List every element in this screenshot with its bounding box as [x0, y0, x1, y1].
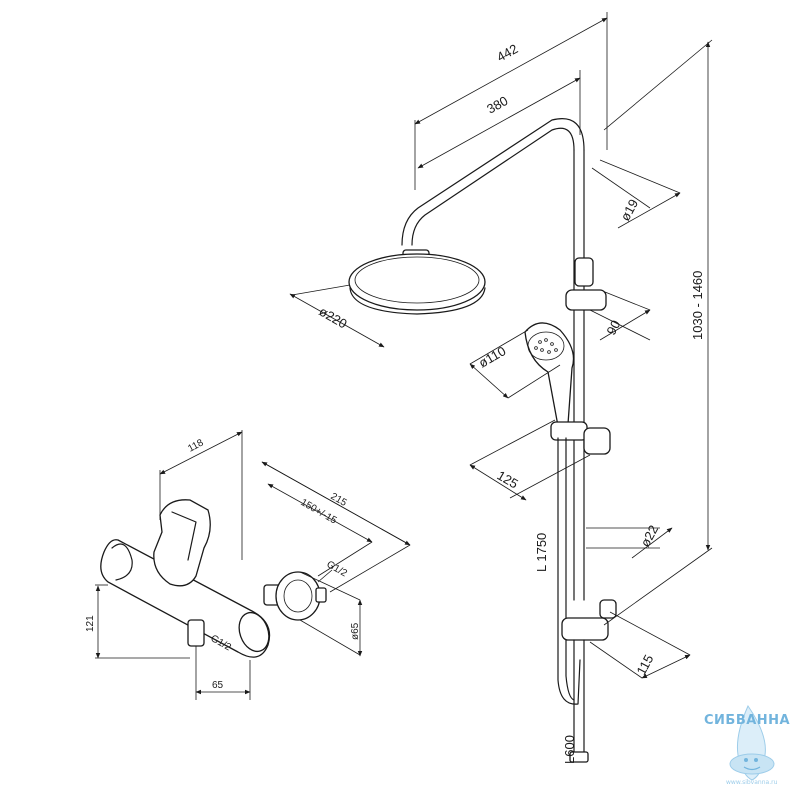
shower-column: [349, 119, 616, 762]
dim-1750: L 1750: [534, 533, 549, 572]
riser-connector: [575, 258, 593, 286]
dim-125: 125: [495, 468, 521, 492]
dim-215: 215: [329, 491, 349, 509]
sibvanna-watermark: СИБВАННА www.sibvanna.ru: [704, 706, 790, 786]
hose: [558, 438, 580, 704]
dim-380: 380: [484, 93, 510, 117]
slider-knob: [584, 428, 610, 454]
dim-22: ø22: [637, 523, 661, 550]
hand-shower: [525, 323, 574, 426]
dim-121: 121: [85, 615, 96, 632]
wall-connector-right: [264, 572, 326, 620]
dim-19: ø19: [617, 197, 641, 224]
dim-1030-1460: 1030 - 1460: [690, 271, 705, 340]
dim-600: L600: [562, 735, 577, 764]
hand-shower-slider: [551, 422, 587, 440]
dim-115: 115: [633, 652, 656, 677]
dim-65: ø65: [350, 622, 361, 640]
dim-220: ø220: [317, 304, 350, 332]
dim-90: 90: [603, 318, 623, 338]
bottom-bracket: [562, 618, 608, 640]
dim-g12-right: G1/2: [325, 559, 350, 580]
dim-442: 442: [494, 41, 520, 65]
dim-65-bottom: 65: [212, 680, 224, 691]
top-bracket: [566, 290, 606, 310]
dim-110: ø110: [476, 343, 508, 370]
watermark-brand: СИБВАННА: [704, 713, 790, 728]
watermark-url: www.sibvanna.ru: [726, 779, 778, 786]
rain-shower-head: [349, 250, 485, 314]
wall-connector-bottom: [188, 620, 204, 646]
